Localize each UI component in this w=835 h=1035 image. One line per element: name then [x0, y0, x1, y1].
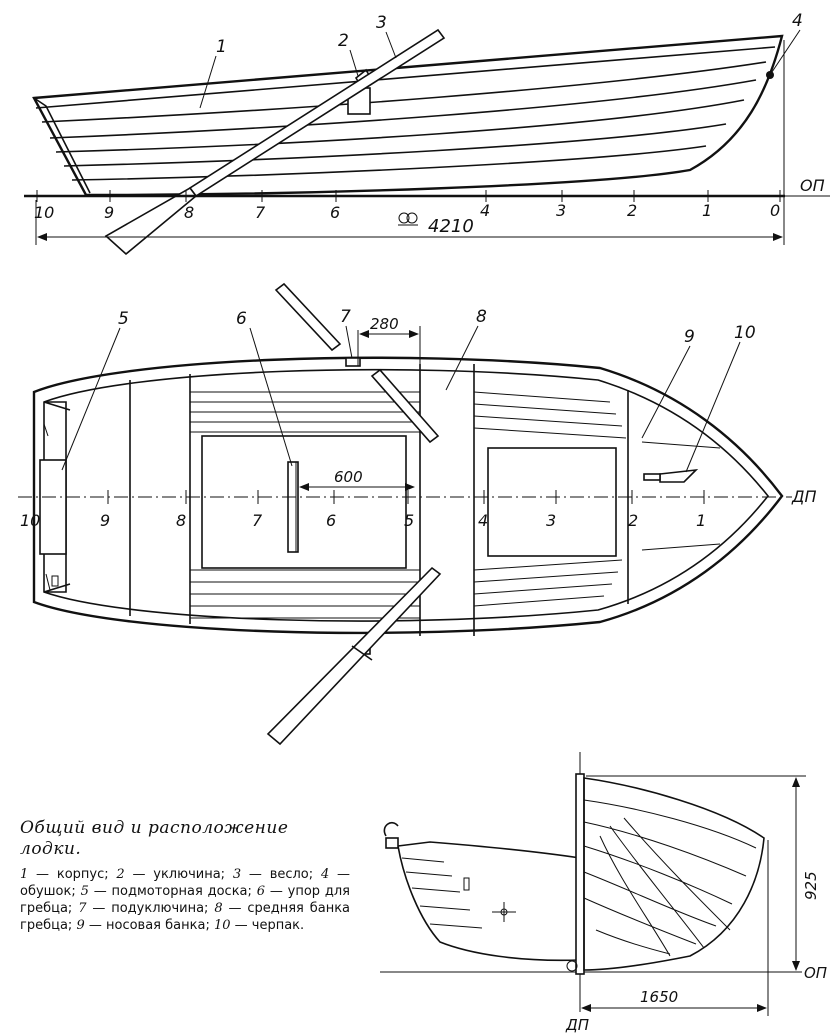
side-station: 3 — [556, 201, 566, 220]
figure-caption: Общий вид и расположение лодки. 1 — корп… — [20, 818, 350, 934]
section-transom-post — [575, 773, 585, 975]
plan-station-ticks — [33, 490, 705, 504]
bow-half-section — [583, 777, 765, 971]
legend-item: 1 — корпус; — [20, 867, 109, 882]
side-baseline-label: ОП — [800, 176, 825, 195]
middle-bench — [419, 364, 475, 636]
length-symbol-icon — [398, 212, 418, 226]
stern-half-section — [397, 841, 581, 962]
callout-9: 9 — [684, 327, 695, 347]
section-centerline-label: ДП — [565, 1016, 589, 1034]
plan-oar-lower — [266, 566, 442, 746]
oarlock-pad-upper — [345, 357, 361, 367]
legend-item: 7 — подуключина; — [78, 901, 209, 916]
dim-600-label: 600 — [334, 468, 363, 486]
legend-item: 8 — средняя банка гребца; — [20, 901, 351, 933]
bow-eye-icon — [766, 71, 774, 79]
side-station: 0 — [770, 201, 780, 220]
plan-station: 6 — [326, 511, 336, 530]
caption-legend: 1 — корпус; 2 — уключина; 3 — весло; 4 —… — [20, 866, 350, 934]
section-baseline-label: ОП — [804, 964, 827, 982]
callout-10: 10 — [734, 323, 756, 343]
foot-rest — [287, 461, 299, 553]
legend-item: 6 — упор для гребца; — [20, 884, 350, 916]
callout-3: 3 — [376, 13, 387, 33]
legend-item: 2 — уключина; — [116, 867, 226, 882]
bow-frames — [583, 799, 757, 957]
section-view: 925 ОП 1650 ДП — [380, 752, 827, 1034]
plan-hull-inner — [43, 368, 770, 622]
legend-item: 5 — подмоторная доска; — [80, 884, 252, 899]
side-station: 7 — [255, 203, 266, 222]
callout-4: 4 — [792, 11, 803, 31]
caption-title: Общий вид и расположение лодки. — [20, 818, 289, 859]
plan-oar-upper — [274, 282, 342, 352]
plan-view: ДП 10 9 8 7 6 5 4 3 2 1 280 600 — [18, 282, 817, 746]
stern-seat — [129, 374, 191, 624]
side-station: 2 — [627, 201, 637, 220]
plan-hull-outer — [32, 356, 784, 635]
plan-station: 1 — [696, 511, 706, 530]
side-station: 1 — [702, 201, 712, 220]
callout-1: 1 — [216, 37, 227, 57]
motor-board — [39, 459, 67, 555]
legend-item: 10 — черпак. — [213, 918, 305, 933]
plan-station: 10 — [20, 511, 40, 530]
side-station-ticks — [36, 190, 781, 202]
floor-grating-aft — [201, 435, 407, 569]
callout-7: 7 — [340, 307, 351, 327]
dim-280-label: 280 — [370, 315, 399, 333]
plan-station: 9 — [100, 511, 110, 530]
side-hull-outline — [32, 34, 784, 197]
legend-item: 3 — весло; — [232, 867, 314, 882]
side-station: 8 — [184, 203, 194, 222]
side-length-label: 4210 — [428, 216, 474, 237]
plan-station: 4 — [478, 511, 488, 530]
plan-centerline-label: ДП — [791, 487, 817, 506]
plan-oar-right — [370, 368, 440, 444]
side-oar — [188, 28, 446, 198]
side-transom — [33, 97, 91, 194]
bailer-icon — [659, 468, 699, 483]
side-planks — [35, 46, 776, 181]
plan-planks — [190, 391, 627, 619]
section-oarlock-icon — [383, 821, 399, 849]
callout-6: 6 — [236, 309, 247, 329]
side-station: 9 — [104, 203, 114, 222]
dim-925-label: 925 — [802, 871, 820, 900]
side-station: 10 — [34, 203, 54, 222]
plan-station: 7 — [252, 511, 263, 530]
callout-8: 8 — [476, 307, 487, 327]
plan-station: 8 — [176, 511, 186, 530]
plan-station: 5 — [404, 511, 414, 530]
floor-grating-fwd — [487, 447, 617, 557]
legend-item: 4 — обушок; — [20, 867, 350, 899]
dim-1650-label: 1650 — [640, 988, 678, 1006]
side-station: 6 — [330, 203, 340, 222]
callout-2: 2 — [338, 31, 349, 51]
plan-station: 2 — [628, 511, 638, 530]
side-view: 4210 ОП 10 9 8 7 6 4 3 2 1 0 1 2 3 4 — [24, 11, 830, 256]
crosshair-icon — [492, 902, 516, 922]
plan-station: 3 — [546, 511, 556, 530]
callout-5: 5 — [118, 309, 129, 329]
side-station: 4 — [480, 201, 490, 220]
legend-item: 9 — носовая банка; — [76, 918, 210, 933]
